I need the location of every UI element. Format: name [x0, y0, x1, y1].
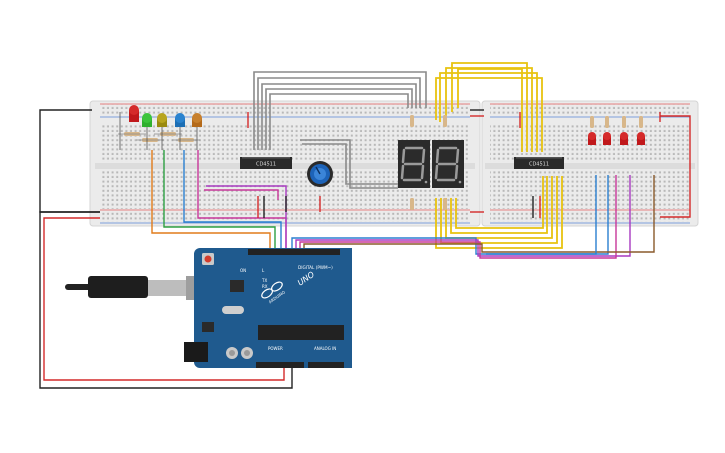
- cd4511-chip-left: CD4511: [240, 157, 292, 169]
- arduino-uno-board: DIGITAL (PWM~) UNO ARDUINO L TX RX ON PO…: [65, 248, 352, 368]
- power-label: POWER: [268, 346, 283, 351]
- resistor-group-left: [118, 132, 200, 142]
- resistor-icon: [118, 132, 146, 136]
- breadboard-right: [481, 100, 699, 227]
- led-orange-icon: [192, 113, 202, 127]
- seven-segment-display-2: [432, 140, 464, 188]
- led-yellow-icon: [157, 113, 167, 127]
- yellow-wire-bundle: [435, 62, 563, 249]
- resistor-icon: [136, 138, 164, 142]
- signal-wires: [151, 112, 655, 345]
- potentiometer-icon[interactable]: [307, 161, 333, 187]
- digital-header-label: DIGITAL (PWM~): [298, 265, 333, 270]
- led-red-icon: [129, 105, 139, 122]
- resistor-icon: [622, 116, 626, 128]
- status-led-row: [129, 105, 202, 127]
- led-leads: [119, 112, 198, 150]
- l-led-label: L: [262, 268, 265, 273]
- resistor-icon: [639, 116, 643, 128]
- rx-label: RX: [262, 284, 268, 289]
- led-red-icon: [620, 132, 628, 145]
- led-red-icon: [603, 132, 611, 145]
- resistor-icon: [590, 116, 594, 128]
- red-led-row-right: [588, 112, 661, 145]
- tx-label: TX: [261, 278, 267, 283]
- ic-label-left: CD4511: [256, 162, 276, 168]
- seven-segment-display-1: [398, 140, 430, 188]
- led-red-icon: [637, 132, 645, 145]
- resistor-icon: [172, 138, 200, 142]
- cd4511-chip-right: CD4511: [514, 157, 564, 169]
- led-red-icon: [588, 132, 596, 145]
- resistor-icon: [605, 116, 609, 128]
- display-resistors: [410, 115, 447, 210]
- on-label: ON: [240, 268, 246, 273]
- resistor-icon: [154, 132, 182, 136]
- power-wires: [39, 109, 691, 389]
- ic-label-right: CD4511: [529, 162, 549, 168]
- analog-in-label: ANALOG IN: [314, 346, 336, 351]
- led-green-icon: [142, 113, 152, 127]
- gray-wire-bundle: [253, 71, 427, 189]
- usb-cable-icon: [65, 276, 212, 300]
- led-blue-icon: [175, 113, 185, 127]
